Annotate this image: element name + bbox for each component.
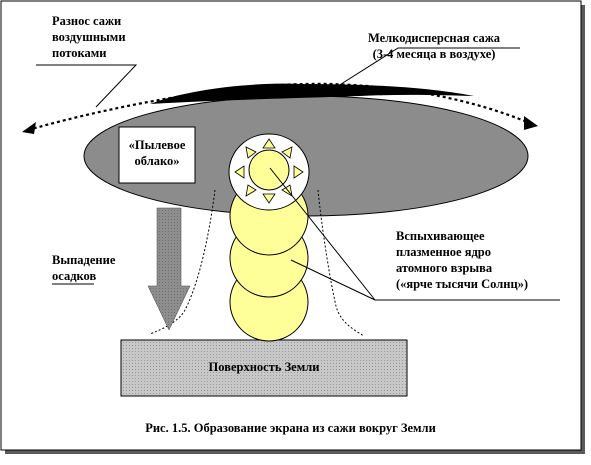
fine-soot-leader [337, 47, 520, 87]
arrow-right-head [524, 116, 538, 130]
soot-transport-line-1: Разнос сажи [52, 14, 122, 28]
flash-rays [234, 138, 304, 204]
fallout-line-2: осадков [52, 269, 97, 283]
dust-cloud-label: «Пылевое облако» [119, 137, 195, 169]
soot-transport-leader [36, 64, 138, 108]
earth-surface-label: Поверхность Земли [208, 360, 320, 374]
plasma-leader-1 [290, 259, 376, 301]
fine-soot-line-1: Мелкодисперсная сажа [367, 31, 501, 45]
fallout-label: Выпадение осадков [52, 252, 115, 284]
figure-caption: Рис. 1.5. Образование экрана из сажи вок… [145, 421, 436, 435]
plasma-core-line-4: («ярче тысячи Солнц») [396, 277, 529, 291]
fine-soot-box [340, 27, 528, 67]
plasma-core-line-3: атомного взрыва [396, 261, 493, 275]
arrow-left-head [22, 122, 36, 134]
fallout-line-1: Выпадение [52, 253, 116, 267]
soot-transport-line-3: потоками [52, 46, 107, 60]
plasma-core-line-2: плазменное ядро [396, 245, 491, 259]
plasma-core-line-1: Вспыхивающее [396, 229, 485, 243]
dust-cloud-box [118, 126, 196, 184]
dust-cloud-line-2: облако» [134, 154, 180, 168]
fine-soot-line-2: (3-4 месяца в воздухе) [372, 47, 496, 61]
earth-surface [120, 339, 408, 397]
fine-soot-layer [150, 83, 474, 104]
fine-soot-label: Мелкодисперсная сажа (3-4 месяца в возду… [338, 30, 530, 62]
stem-left-edge [149, 189, 216, 335]
dust-cloud-line-1: «Пылевое [128, 138, 186, 152]
plasma-leader-2 [269, 167, 376, 301]
plasma-core-label: Вспыхивающее плазменное ядро атомного вз… [396, 228, 528, 292]
fallout-arrow [147, 207, 191, 331]
soot-transport-label: Разнос сажи воздушными потоками [52, 13, 126, 61]
soot-transport-line-2: воздушными [52, 30, 126, 44]
stem-right-edge [317, 189, 365, 337]
